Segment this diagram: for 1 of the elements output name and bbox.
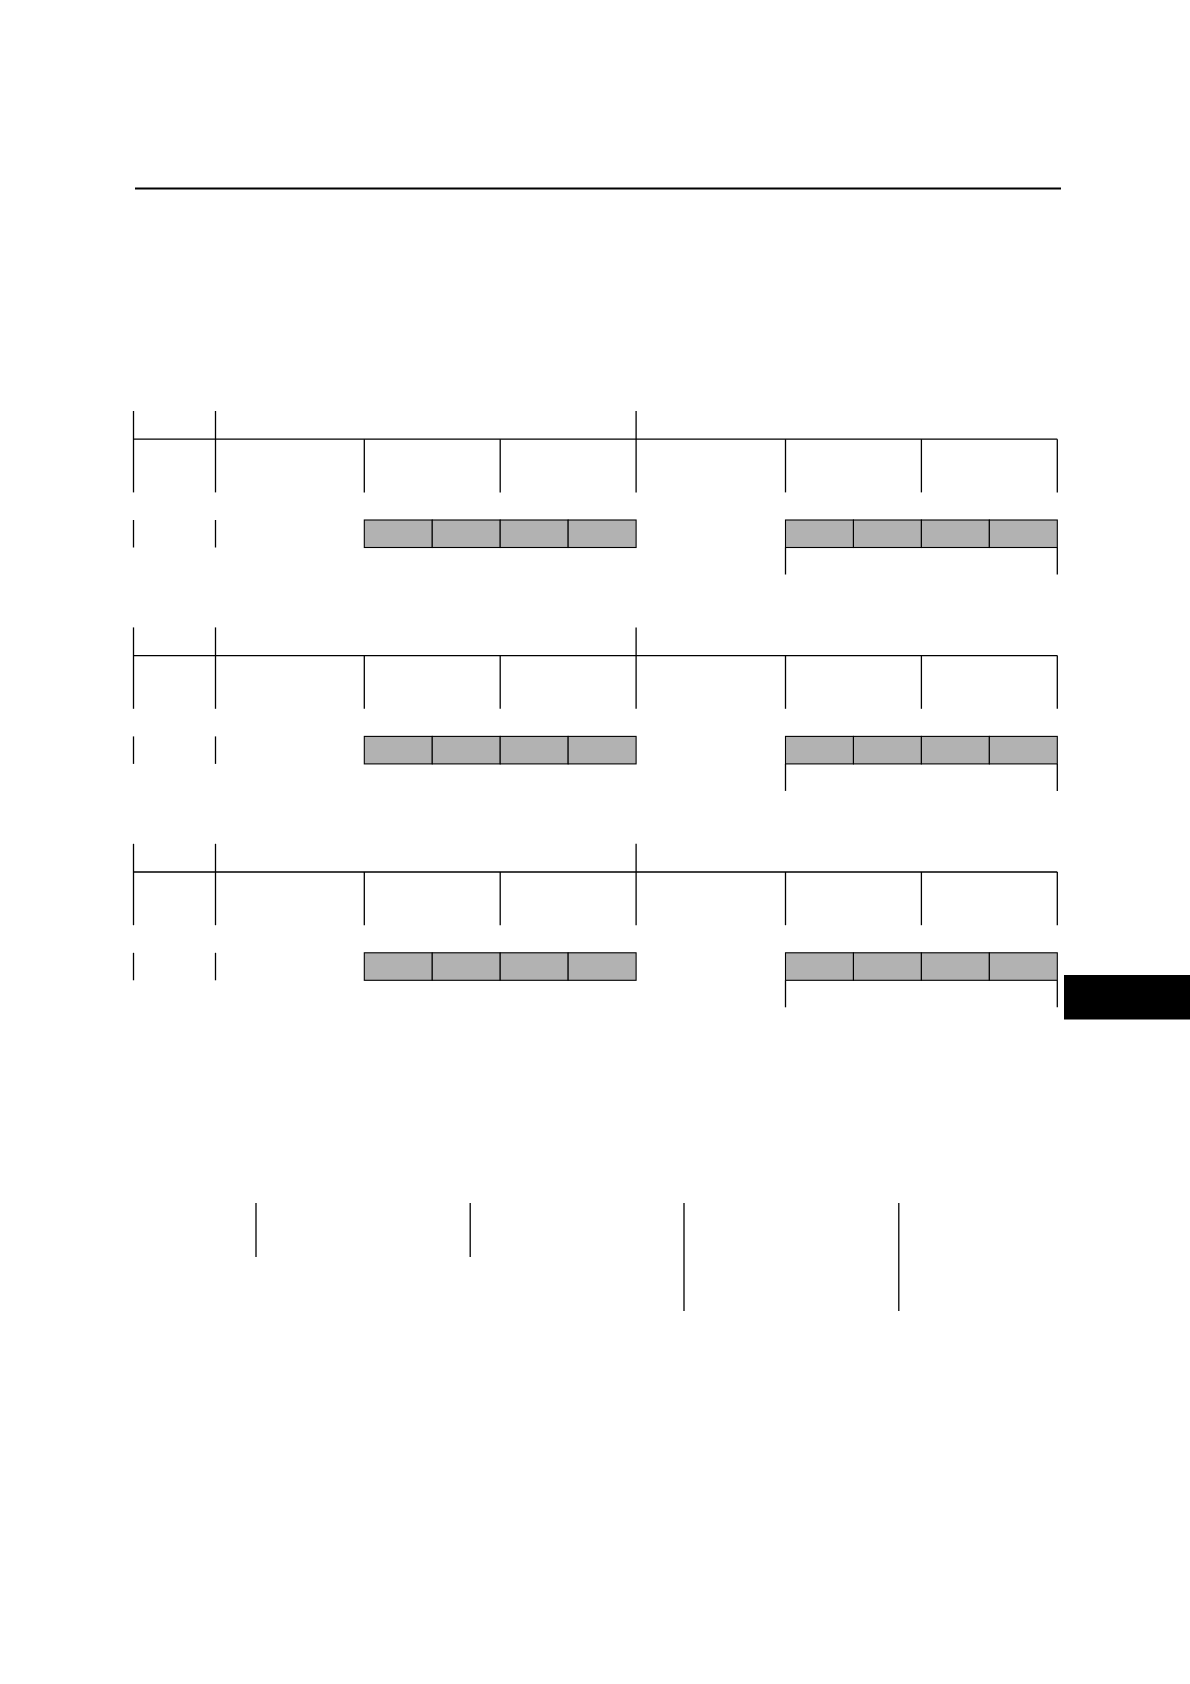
- section-tab: [1064, 975, 1190, 1020]
